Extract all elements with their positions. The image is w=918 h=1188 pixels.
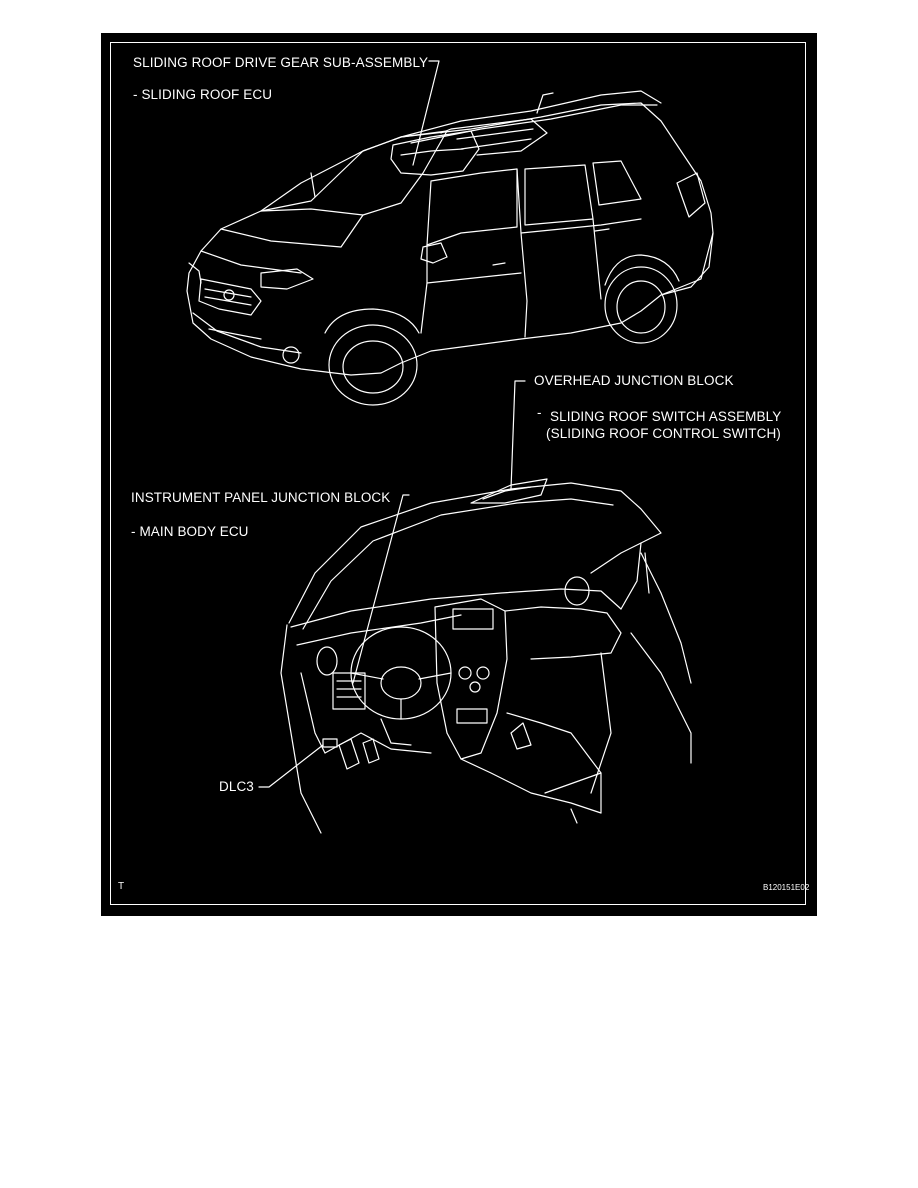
headlamp: [261, 269, 313, 289]
main-body-ecu-label: - MAIN BODY ECU: [131, 524, 249, 539]
center-stack: [435, 599, 507, 759]
pedal-2: [363, 739, 379, 763]
front-side-window: [427, 169, 517, 245]
corner-t-label: T: [118, 881, 125, 892]
fog-lamp: [283, 347, 299, 363]
tail-lamp: [677, 173, 705, 217]
instrument-panel-junction-block-label: INSTRUMENT PANEL JUNCTION BLOCK: [131, 490, 391, 505]
diagram-panel: SLIDING ROOF DRIVE GEAR SUB-ASSEMBLY - S…: [101, 33, 817, 916]
sliding-roof-ecu-label: - SLIDING ROOF ECU: [133, 87, 273, 102]
dlc3-label: DLC3: [219, 779, 254, 794]
antenna: [311, 173, 315, 197]
figure-code-label: B120151E02: [763, 883, 810, 892]
rear-side-window: [525, 165, 593, 225]
windshield-frame: [289, 483, 661, 623]
dlc3-leader: [259, 745, 323, 787]
rear-wheel: [605, 267, 677, 343]
ip-junction-block: [333, 673, 365, 709]
sunroof-opening: [391, 131, 479, 175]
switch-dash-label: -: [537, 405, 542, 420]
front-emblem: [224, 290, 234, 300]
front-wheel: [329, 325, 417, 405]
ip-jb-leader: [353, 495, 409, 683]
dlc3-connector: [323, 739, 337, 747]
side-mirror: [421, 243, 447, 263]
front-grille: [199, 279, 261, 315]
vehicle-body-outline: [187, 103, 713, 375]
diagram-artwork: [101, 33, 817, 916]
windshield: [261, 131, 447, 215]
interior-illustration: [281, 479, 691, 833]
sliding-roof-switch-assembly-label: SLIDING ROOF SWITCH ASSEMBLY: [550, 409, 782, 424]
diagram-frame: [110, 42, 806, 905]
drive-gear-label: SLIDING ROOF DRIVE GEAR SUB-ASSEMBLY: [133, 55, 429, 70]
sliding-roof-control-switch-label: (SLIDING ROOF CONTROL SWITCH): [546, 426, 781, 441]
right-vent: [565, 577, 589, 605]
dashboard-top: [291, 589, 621, 627]
overhead-junction-block-label: OVERHEAD JUNCTION BLOCK: [534, 373, 734, 388]
audio-unit: [453, 609, 493, 629]
overhead-jb-leader: [511, 381, 525, 489]
left-vent: [317, 647, 337, 675]
rear-quarter-window: [593, 161, 641, 205]
drive-gear-leader: [413, 61, 439, 165]
overhead-console: [471, 479, 547, 503]
pedal: [339, 739, 359, 769]
center-console: [461, 713, 601, 813]
roof-rail: [401, 91, 661, 137]
vehicle-illustration: [187, 91, 713, 405]
